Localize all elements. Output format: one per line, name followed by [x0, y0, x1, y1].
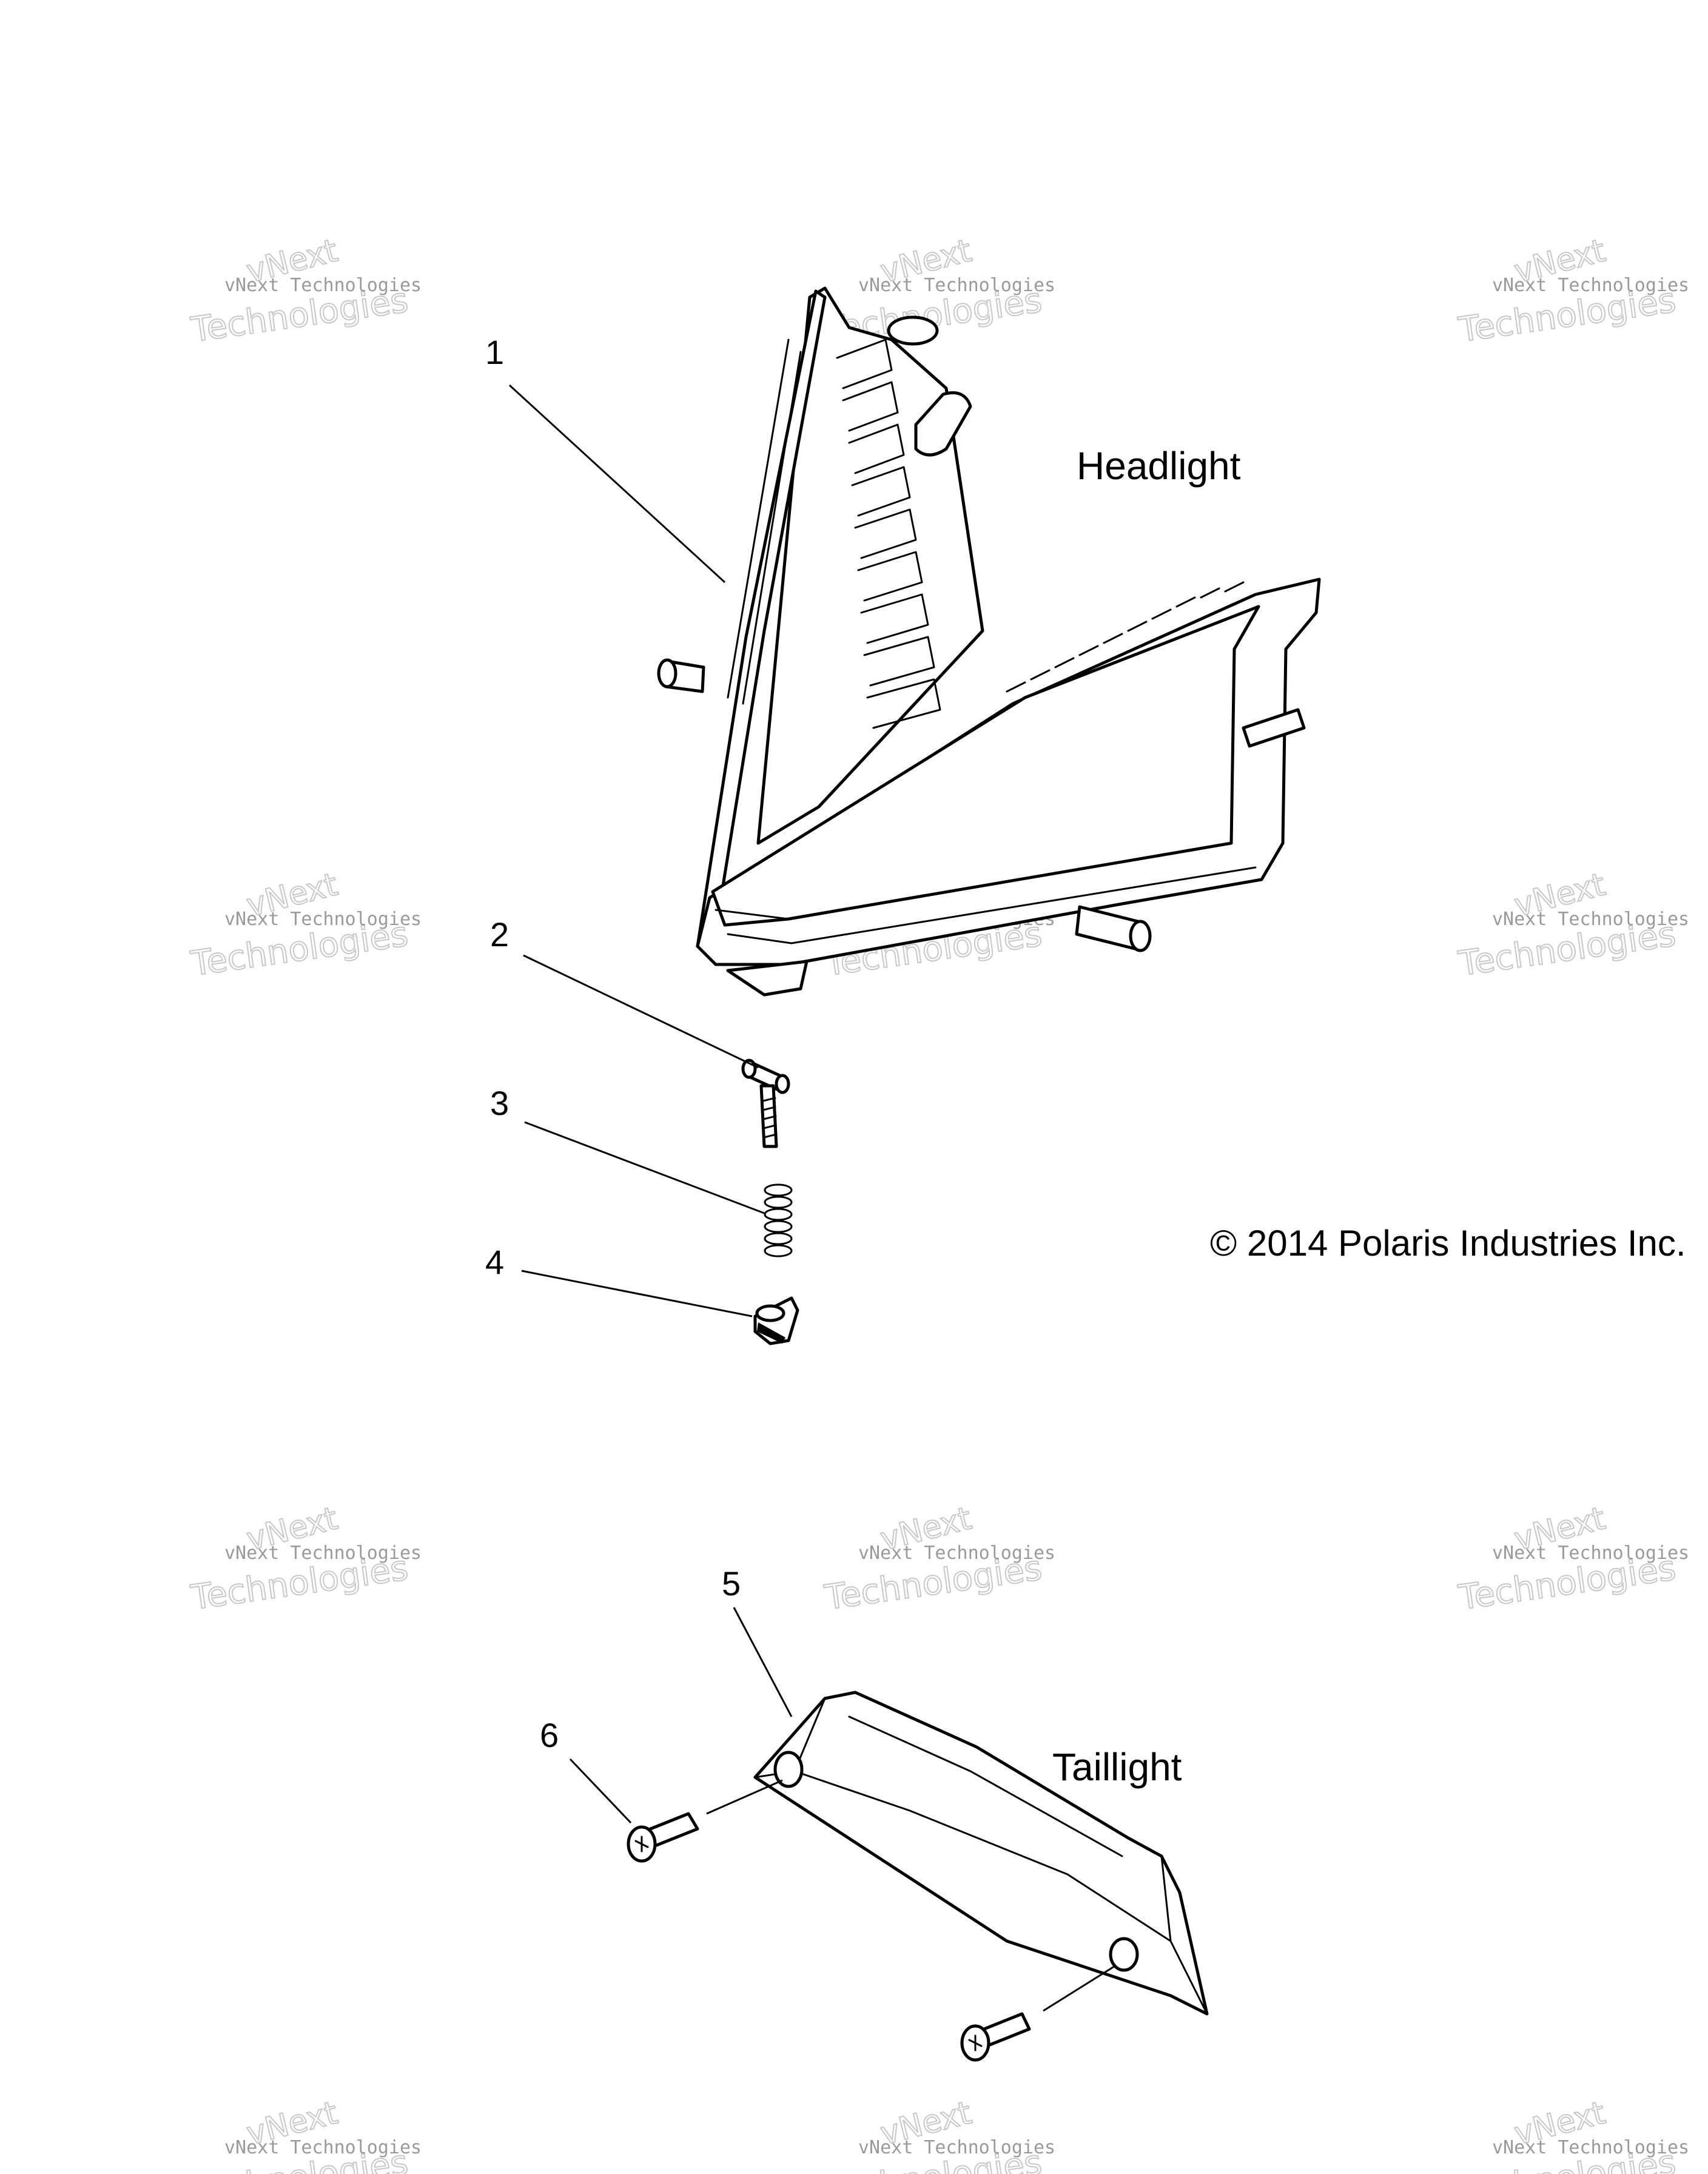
leader-lines: [508, 384, 1117, 2012]
taillight-assembly: [753, 1691, 1209, 2016]
headlight-title: Headlight: [1077, 444, 1241, 488]
t-bolt: [741, 1058, 790, 1148]
headlight-assembly: [657, 286, 1321, 997]
screw-upper: [627, 1812, 699, 1863]
clip-nut: [753, 1296, 799, 1345]
watermark-line: vNext Technologies: [224, 1543, 422, 1564]
spring: [764, 1183, 793, 1257]
watermark-line: vNext Technologies: [1492, 2137, 1689, 2158]
watermark-line: vNext Technologies: [224, 2137, 422, 2158]
callout-3: 3: [490, 1084, 509, 1122]
watermark-line: vNext Technologies: [224, 909, 422, 930]
watermark-line: vNext Technologies: [858, 1543, 1055, 1564]
callout-2: 2: [490, 915, 509, 954]
watermark-line: vNext Technologies: [1492, 275, 1689, 296]
watermark-line: vNext Technologies: [858, 275, 1055, 296]
callout-5: 5: [722, 1564, 741, 1603]
callout-1: 1: [485, 333, 504, 371]
callout-6: 6: [540, 1716, 559, 1754]
watermark-line: vNext Technologies: [1492, 1543, 1689, 1564]
screw-lower: [960, 2012, 1031, 2062]
copyright-text: © 2014 Polaris Industries Inc.: [1210, 1223, 1686, 1264]
watermark-line: vNext Technologies: [858, 2137, 1055, 2158]
callout-4: 4: [485, 1243, 504, 1281]
taillight-title: Taillight: [1052, 1745, 1182, 1789]
watermark-line: vNext Technologies: [1492, 909, 1689, 930]
watermark-line: vNext Technologies: [224, 275, 422, 296]
